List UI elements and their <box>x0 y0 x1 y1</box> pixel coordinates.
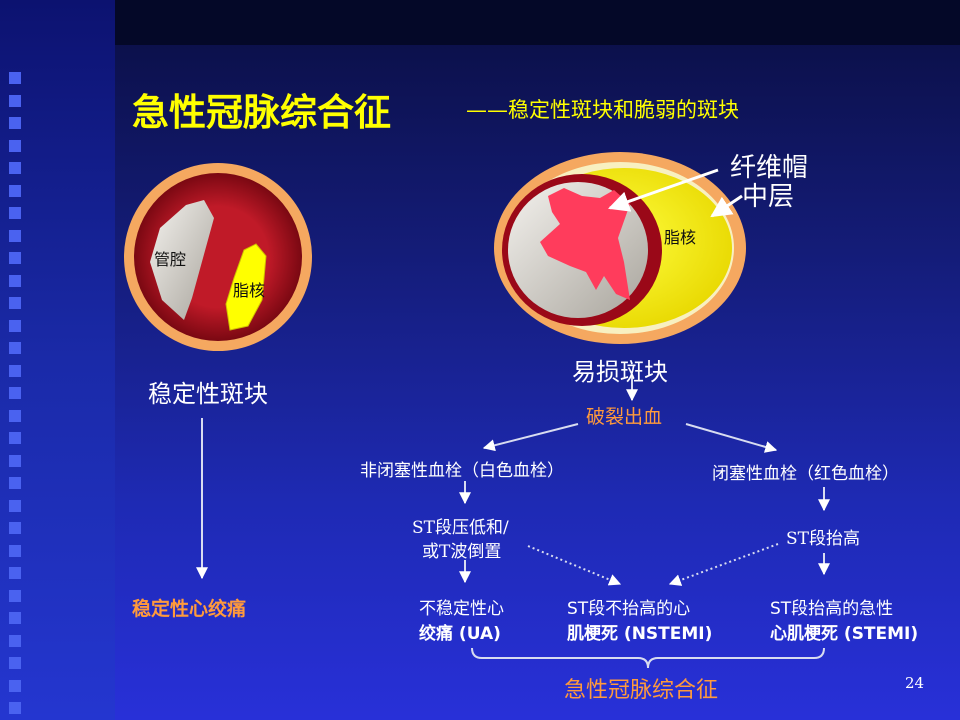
rupture-to-occlusive-arrow <box>685 423 778 453</box>
decorative-square <box>9 297 21 309</box>
media-label: 中层 <box>742 182 795 212</box>
lumen-label: 管腔 <box>154 250 187 269</box>
ua-line1: 不稳定性心 <box>419 599 504 619</box>
decorative-square <box>9 72 21 84</box>
vulnerable-plaque-caption: 易损斑块 <box>572 358 668 386</box>
decorative-square <box>9 252 21 264</box>
st-depression-line1: ST段压低和/ <box>412 518 509 538</box>
decorative-square <box>9 679 21 692</box>
stable-plaque-illustration <box>124 163 312 351</box>
decorative-square <box>9 274 21 287</box>
st-elevation-to-nstemi-dotted-arrow <box>668 543 779 586</box>
decorative-square <box>9 229 21 242</box>
decorative-square <box>9 207 21 219</box>
decorative-square <box>9 567 21 579</box>
ua-line2: 绞痛 (UA) <box>419 624 501 644</box>
fibrous-cap-label: 纤维帽 <box>730 153 809 183</box>
stable-plaque-caption: 稳定性斑块 <box>148 380 268 408</box>
decorative-square <box>9 634 21 647</box>
decorative-square <box>9 499 21 512</box>
decorative-square <box>9 184 21 197</box>
vulnerable-plaque-illustration <box>494 152 746 344</box>
stemi-line1: ST段抬高的急性 <box>770 599 894 619</box>
decorative-square <box>9 139 21 152</box>
stable-lumen <box>150 200 214 320</box>
decorative-square <box>9 342 21 354</box>
decorative-square <box>9 387 21 399</box>
decorative-square <box>9 657 21 669</box>
decorative-square <box>9 364 21 377</box>
decorative-square <box>9 409 21 422</box>
acs-brace <box>471 647 825 669</box>
slide-subtitle: ——稳定性斑块和脆弱的斑块 <box>466 98 739 122</box>
occlusive-thrombus-label: 闭塞性血栓（红色血栓） <box>712 464 899 484</box>
page-number: 24 <box>905 674 925 692</box>
decorative-square <box>9 319 21 332</box>
nstemi-line2: 肌梗死 (NSTEMI) <box>567 624 713 644</box>
fibrous-cap-pointer <box>608 168 719 212</box>
slide-title: 急性冠脉综合征 <box>132 91 391 134</box>
st-elevation-label: ST段抬高 <box>786 529 860 549</box>
stable-angina-label: 稳定性心绞痛 <box>132 598 247 620</box>
decorative-square <box>9 94 21 107</box>
decorative-square <box>9 589 21 602</box>
rupture-label: 破裂出血 <box>586 406 663 428</box>
decorative-square <box>9 454 21 467</box>
st-depression-line2: 或T波倒置 <box>422 542 502 562</box>
decorative-square <box>9 612 21 624</box>
vulnerable-thrombus <box>540 188 630 300</box>
non-occlusive-thrombus-label: 非闭塞性血栓（白色血栓） <box>360 461 564 481</box>
decorative-square <box>9 702 21 714</box>
decorative-square <box>9 522 21 534</box>
stable-lipid-label: 脂核 <box>233 281 266 300</box>
decorative-square <box>9 162 21 174</box>
media-pointer <box>710 194 743 218</box>
decorative-square <box>9 432 21 444</box>
nstemi-line1: ST段不抬高的心 <box>567 599 691 619</box>
acs-summary-label: 急性冠脉综合征 <box>564 678 719 703</box>
decorative-square <box>9 117 21 129</box>
rupture-to-nonocclusive-arrow <box>482 423 579 452</box>
st-depression-to-nstemi-dotted-arrow <box>527 545 622 586</box>
top-dark-band <box>115 0 960 45</box>
stemi-line2: 心肌梗死 (STEMI) <box>770 624 919 644</box>
decorative-square <box>9 544 21 557</box>
decorative-square <box>9 477 21 489</box>
vulnerable-lipid-label: 脂核 <box>664 228 697 247</box>
stable-lipid-core <box>225 243 267 331</box>
